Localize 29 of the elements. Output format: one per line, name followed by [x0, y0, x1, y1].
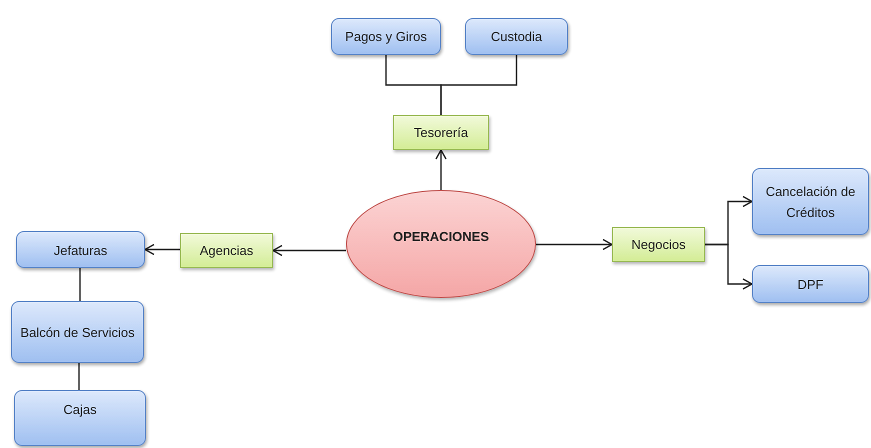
- node-label: DPF: [798, 276, 824, 294]
- connector-line: [272, 244, 346, 256]
- node-label: Custodia: [490, 28, 542, 46]
- node-label: Jefaturas: [54, 242, 108, 260]
- connector-line: [144, 244, 180, 256]
- node-label: Cajas: [63, 401, 97, 419]
- node-label: Negocios: [631, 236, 686, 254]
- node-label: Tesorería: [414, 124, 468, 142]
- process-box: [752, 265, 869, 303]
- connector-line: [79, 268, 81, 301]
- process-box: [11, 301, 144, 363]
- process-box: [16, 231, 145, 268]
- process-box: [331, 18, 441, 55]
- node-label: Agencias: [200, 242, 254, 260]
- connector-line: [536, 238, 613, 250]
- node-label: OPERACIONES: [392, 228, 490, 246]
- node-label: Balcón de Servicios: [20, 324, 135, 342]
- connector-line: [435, 149, 447, 190]
- connector-line: [78, 363, 80, 390]
- connector-line: [440, 55, 518, 115]
- node-label: Cancelación de Créditos: [764, 182, 856, 222]
- category-box: [393, 115, 489, 150]
- node-label: Pagos y Giros: [345, 28, 427, 46]
- process-box: [465, 18, 568, 55]
- category-box: [612, 227, 705, 262]
- connector-line: [705, 244, 753, 290]
- category-box: [180, 233, 273, 268]
- process-box: [14, 390, 146, 446]
- process-box: [752, 168, 869, 235]
